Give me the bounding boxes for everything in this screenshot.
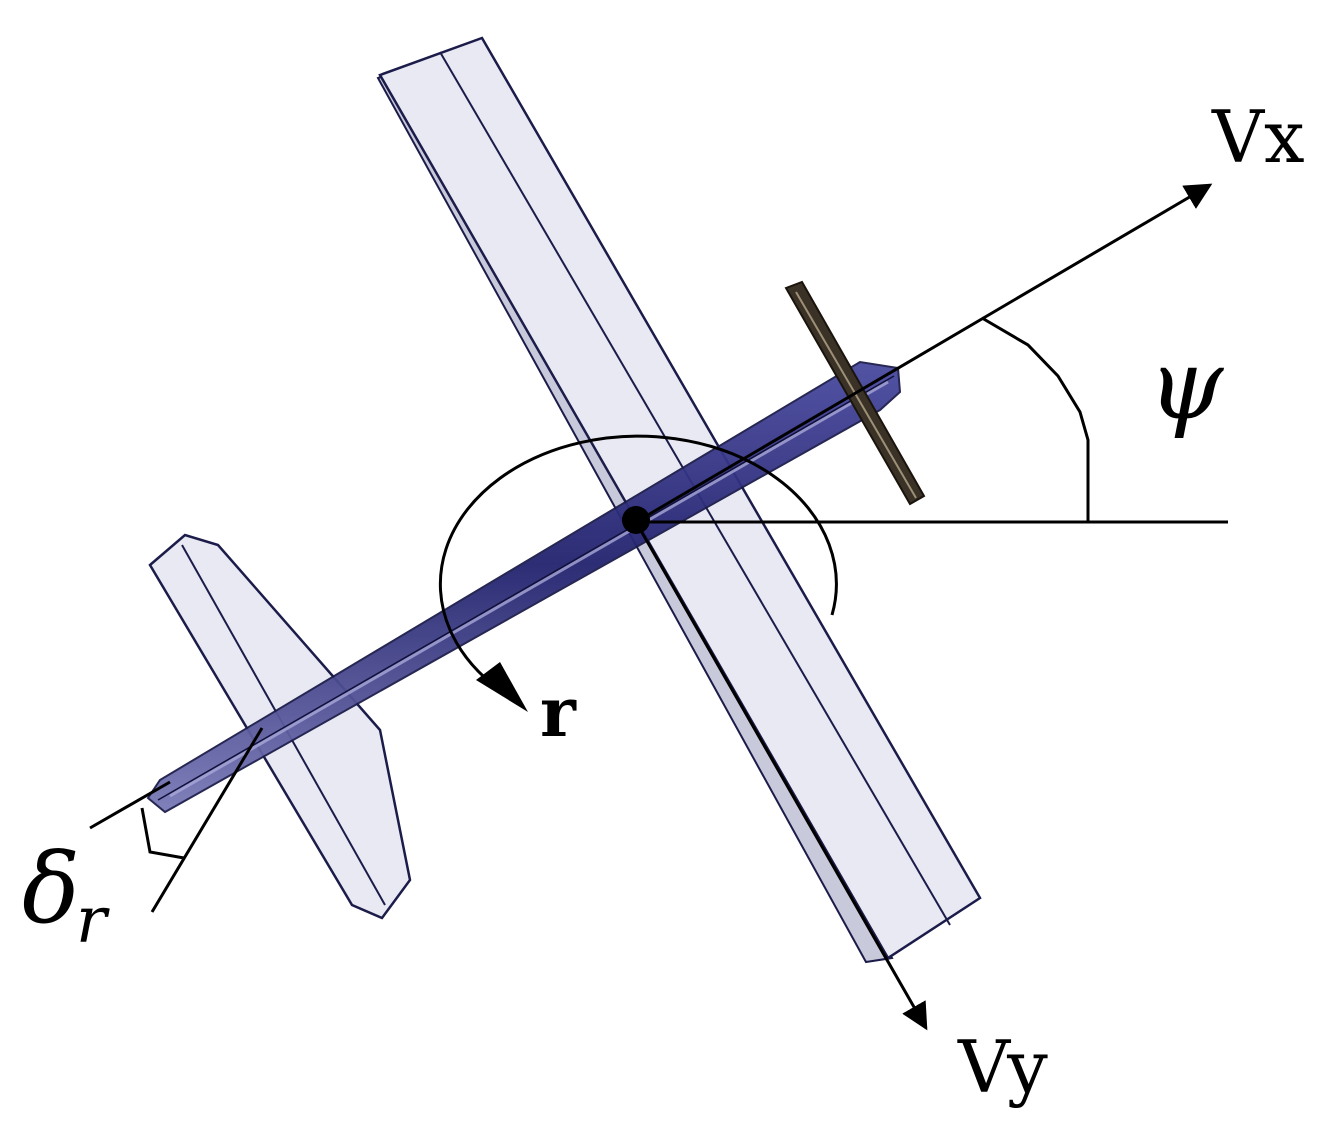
vx-axis-arrow xyxy=(635,183,1213,524)
vy-axis-arrow xyxy=(634,521,928,1031)
rudder-deflection-line xyxy=(150,727,264,913)
delta-subscript-label: r xyxy=(76,884,110,958)
vx-label: Vx xyxy=(1211,95,1305,179)
delta-r-angle-arc xyxy=(140,807,185,860)
psi-label: ψ xyxy=(1148,329,1225,441)
propeller-highlight xyxy=(795,291,917,499)
delta-label: δ xyxy=(22,833,80,945)
fuselage xyxy=(146,360,902,814)
r-label: r xyxy=(540,673,577,753)
yaw-rate-arrowhead xyxy=(476,662,528,712)
body-axis-extension-line xyxy=(89,780,171,830)
center-of-gravity-dot xyxy=(622,506,650,534)
psi-angle-arc xyxy=(981,316,1090,522)
vy-label: Vy xyxy=(957,1025,1048,1109)
yaw-rate-arc xyxy=(438,434,838,692)
fuselage-centerline xyxy=(157,375,895,801)
fuselage-highlight xyxy=(169,380,889,798)
